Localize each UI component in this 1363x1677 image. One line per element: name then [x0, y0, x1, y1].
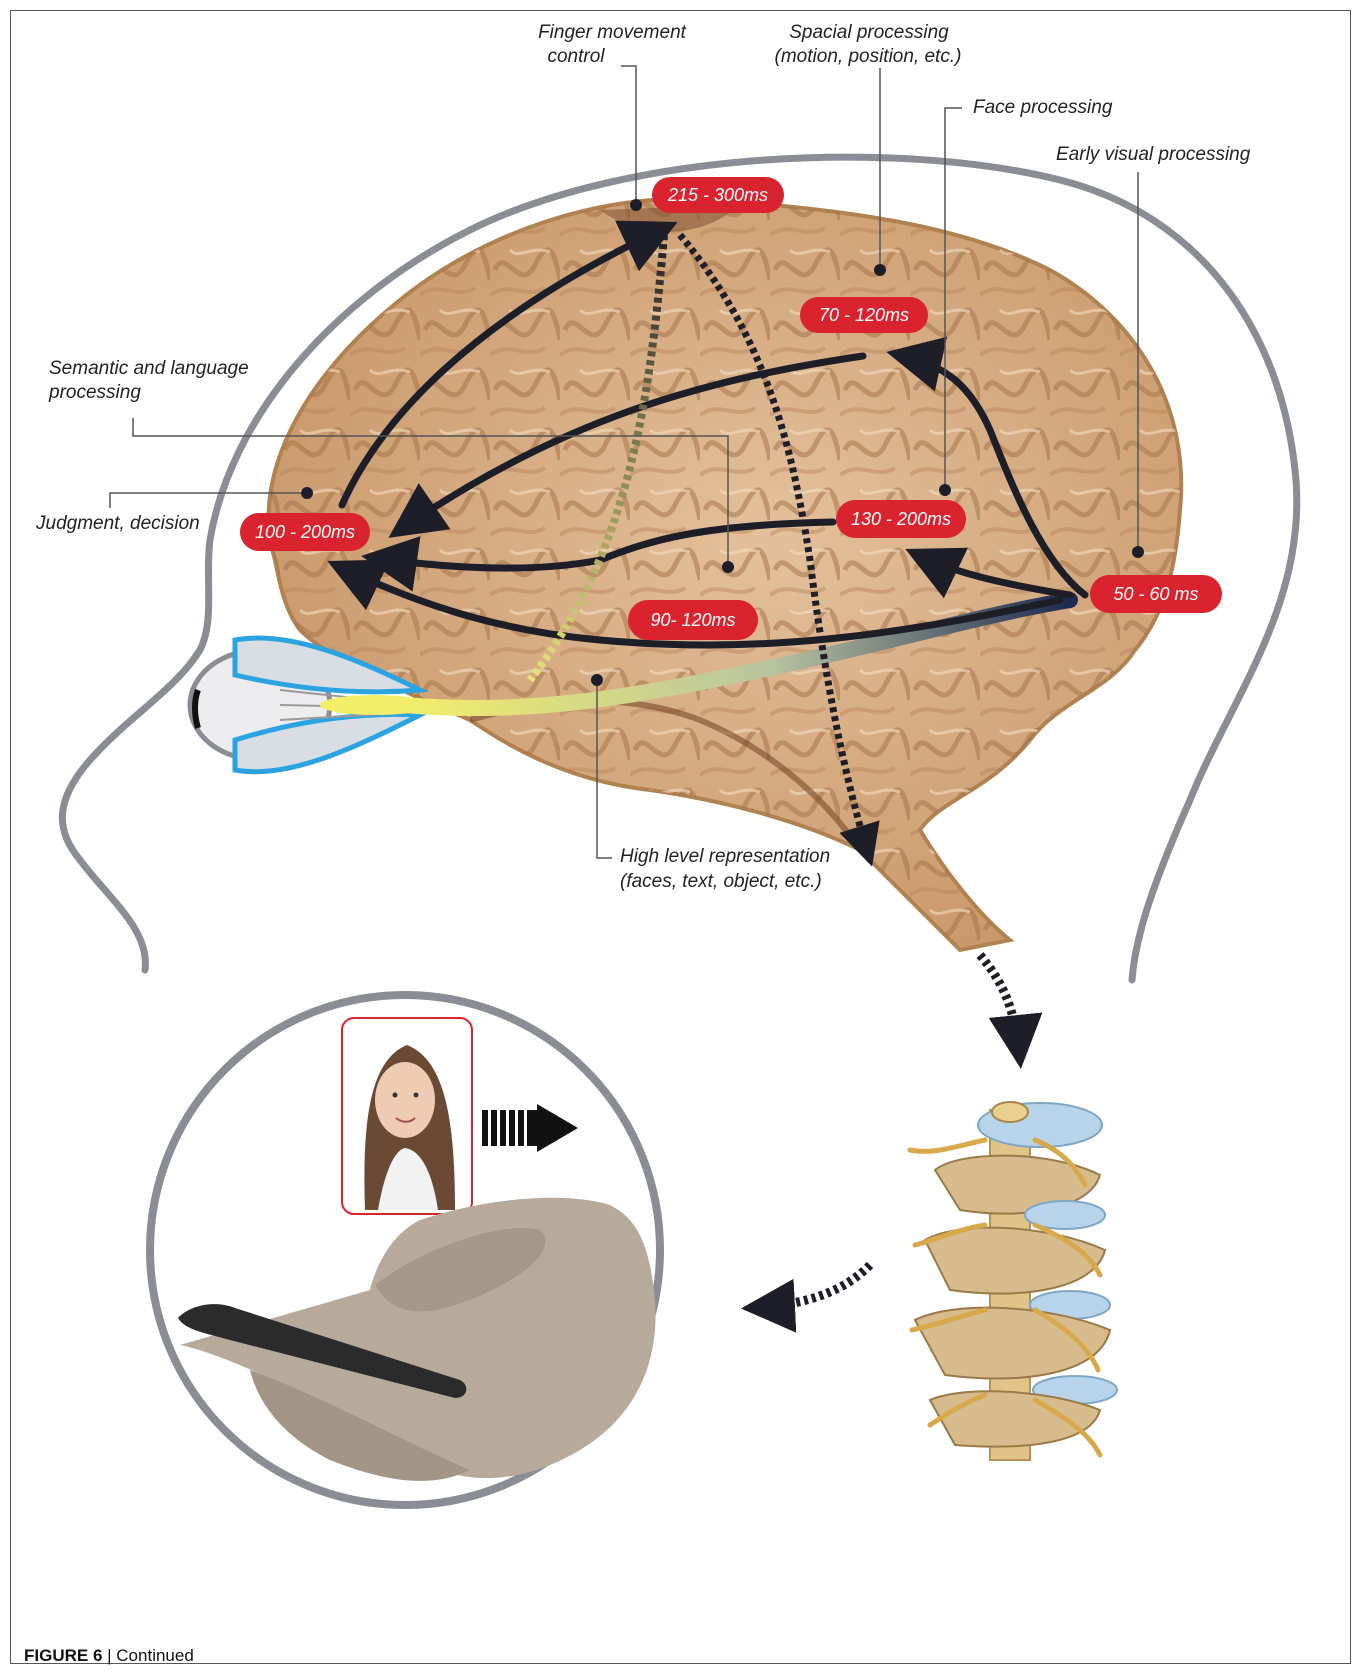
label-finger-1: Finger movement: [538, 22, 687, 43]
dashed-spine-to-hand: [750, 1265, 870, 1308]
label-semantic-2: processing: [48, 382, 141, 403]
figure-caption: FIGURE 6 | Continued: [24, 1646, 194, 1666]
label-spatial-2: (motion, position, etc.): [775, 46, 962, 67]
label-finger-2: control: [547, 46, 605, 67]
label-high-1: High level representation: [620, 846, 830, 867]
label-semantic-1: Semantic and language: [49, 358, 249, 379]
pill-early-text: 50 - 60 ms: [1113, 584, 1198, 604]
pill-finger-text: 215 - 300ms: [667, 185, 768, 205]
pill-face-text: 130 - 200ms: [851, 509, 951, 529]
pill-high-text: 90- 120ms: [650, 610, 735, 630]
brain-illustration: [269, 199, 1182, 950]
pill-judgment-text: 100 - 200ms: [255, 522, 355, 542]
label-judgment: Judgment, decision: [35, 513, 200, 534]
dashed-brain-to-spine: [980, 955, 1020, 1060]
pill-spatial-text: 70 - 120ms: [819, 305, 909, 325]
caption-separator: |: [102, 1646, 116, 1665]
label-early-visual: Early visual processing: [1056, 144, 1251, 165]
label-face: Face processing: [973, 97, 1113, 118]
label-spatial-1: Spacial processing: [789, 22, 949, 43]
phone-scene: [150, 995, 660, 1505]
spine-illustration: [910, 1102, 1117, 1460]
caption-text: Continued: [116, 1646, 194, 1665]
label-high-2: (faces, text, object, etc.): [620, 871, 822, 892]
caption-label: FIGURE 6: [24, 1646, 102, 1665]
